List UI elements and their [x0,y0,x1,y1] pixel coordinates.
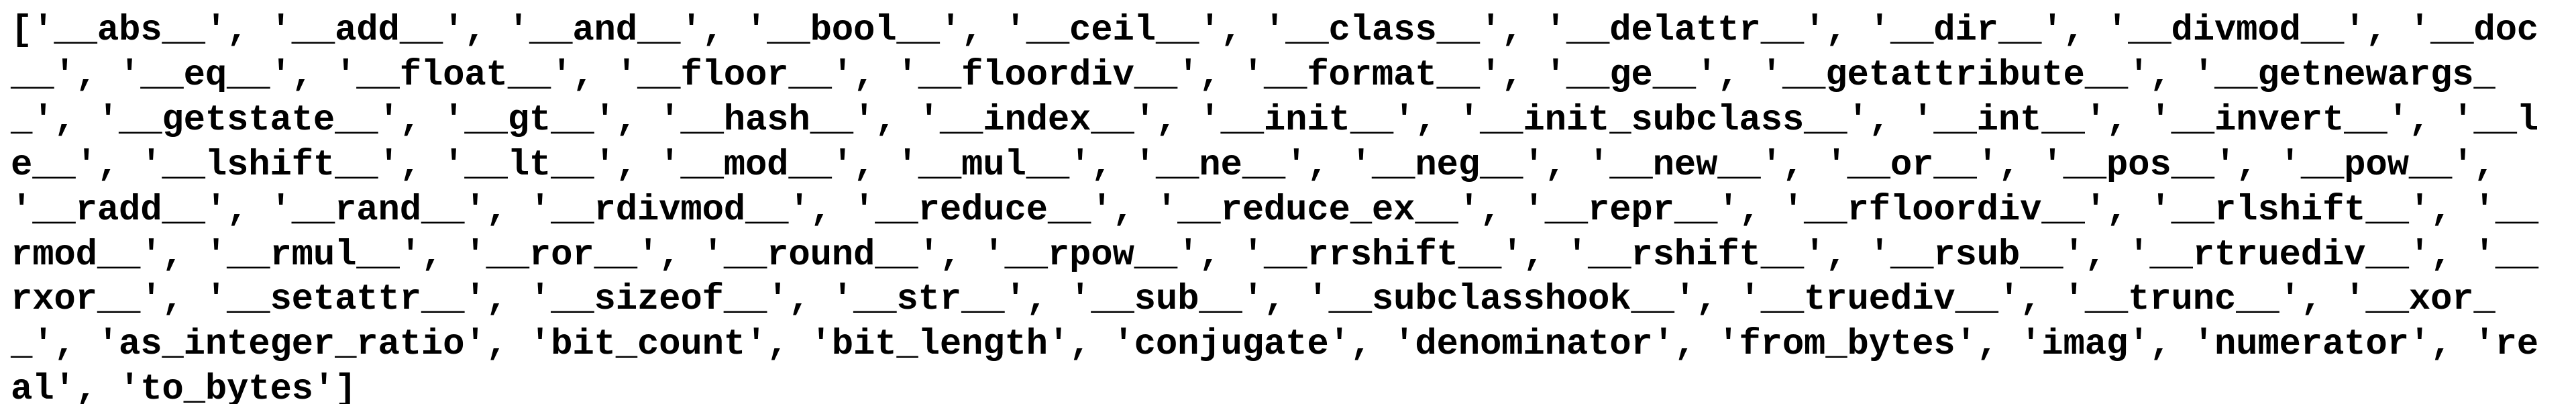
console-output-area: ['__abs__', '__add__', '__and__', '__boo… [11,10,2539,404]
python-dir-list-output: ['__abs__', '__add__', '__and__', '__boo… [11,10,2539,404]
